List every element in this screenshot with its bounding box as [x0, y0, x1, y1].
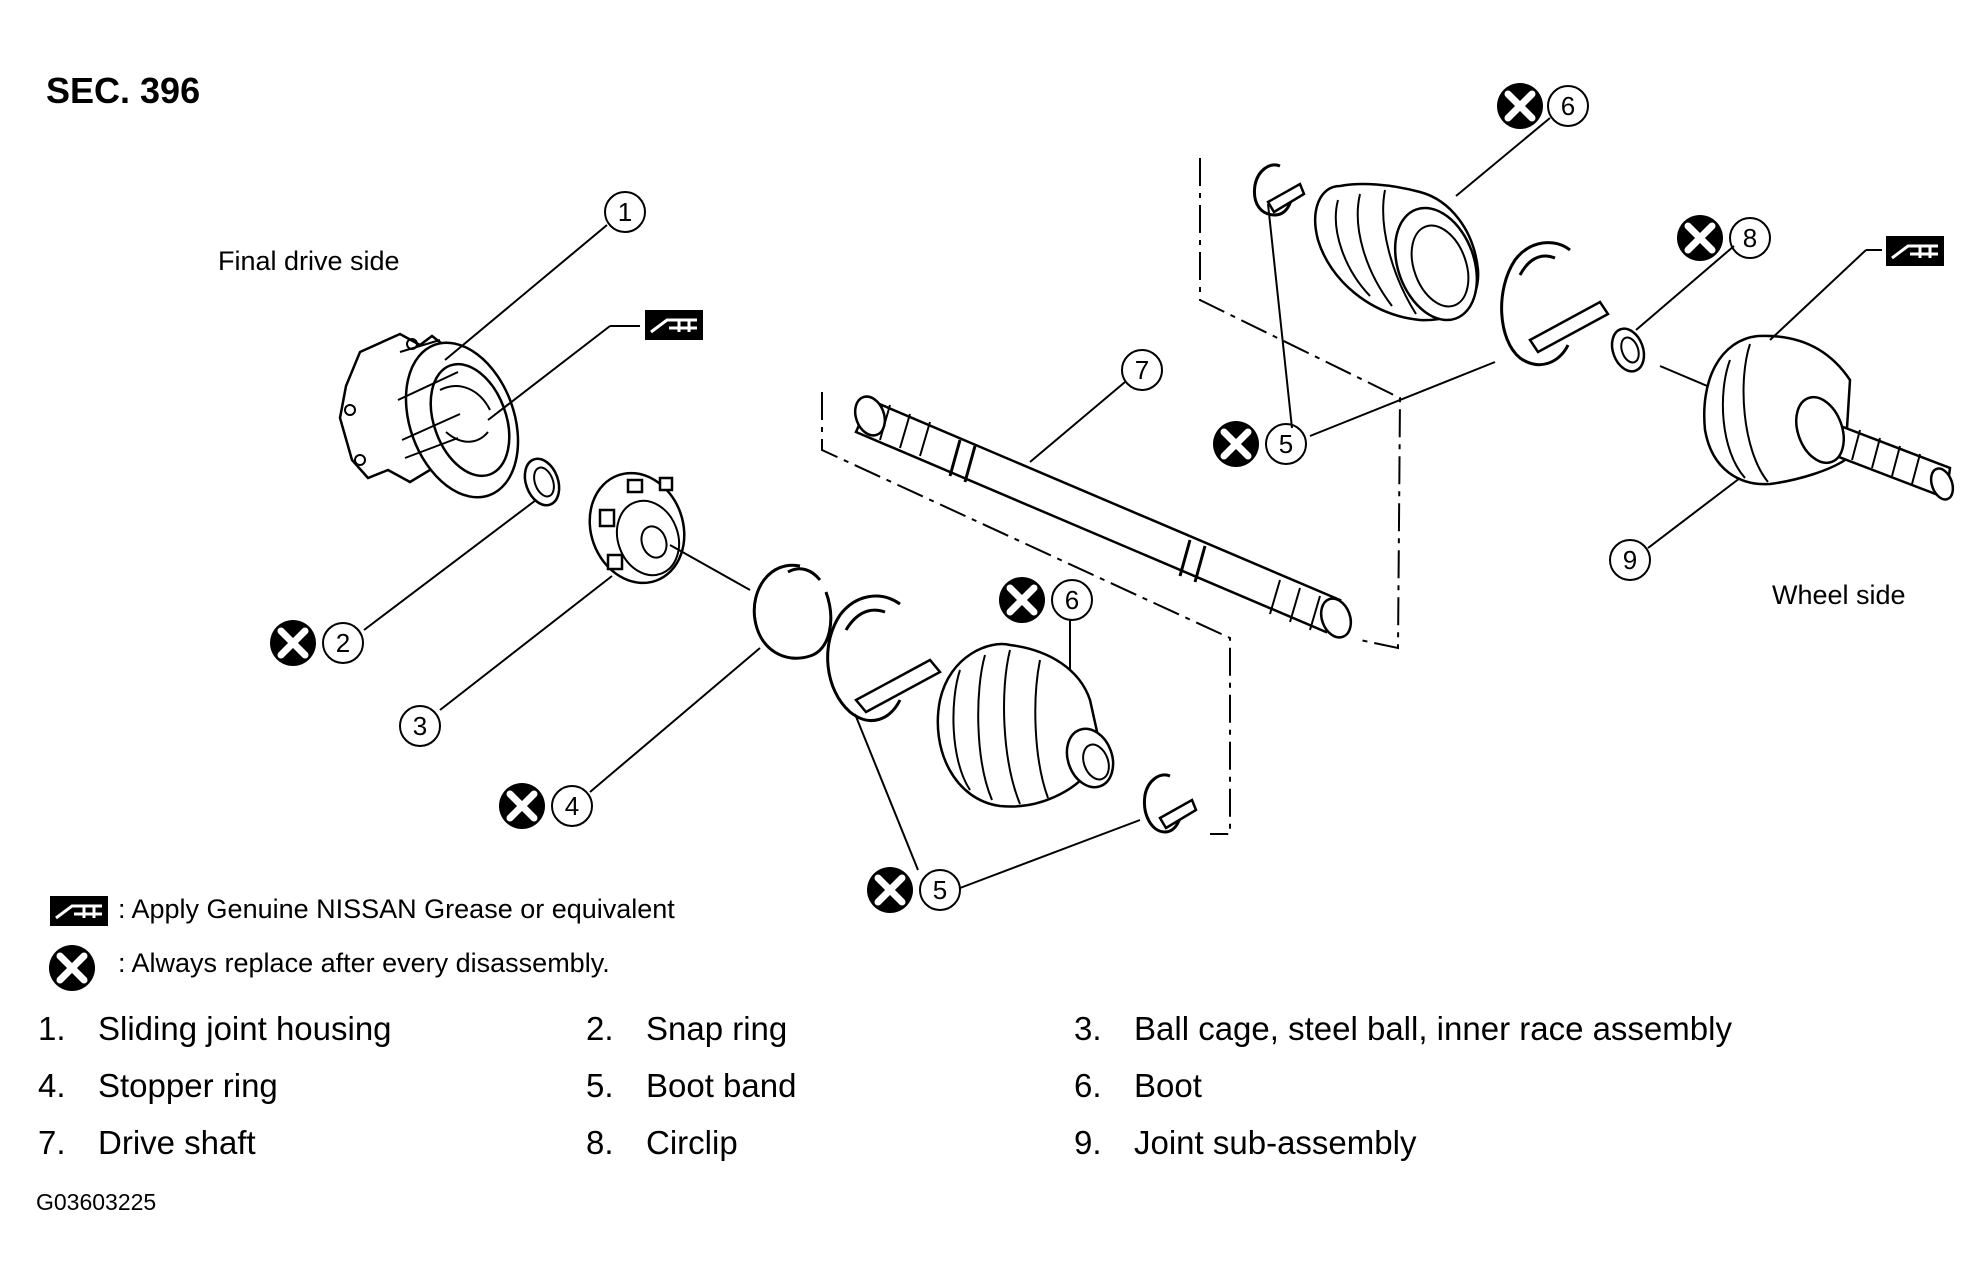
- boot-inner: [936, 642, 1115, 808]
- part-name-8: Circlip: [646, 1124, 738, 1161]
- grease-gun-icon-2: [1884, 234, 1946, 268]
- part-num-7: 7.: [38, 1124, 66, 1161]
- boot-band-inner-small: [1142, 773, 1198, 834]
- final-drive-side-label: Final drive side: [218, 246, 400, 276]
- section-title: SEC. 396: [46, 70, 200, 111]
- callout-5-upper: 5: [1279, 429, 1293, 459]
- legend-replace-text: : Always replace after every disassembly…: [118, 948, 610, 978]
- boot-band-outer-small: [1252, 163, 1306, 217]
- figure-code: G03603225: [36, 1189, 156, 1215]
- legend-grease-text: : Apply Genuine NISSAN Grease or equival…: [118, 894, 675, 924]
- part-name-9: Joint sub-assembly: [1134, 1124, 1417, 1161]
- part-num-2: 2.: [586, 1010, 614, 1047]
- replace-x-icon-6a: [999, 577, 1045, 623]
- part-name-4: Stopper ring: [98, 1067, 278, 1104]
- legend-grease-icon: [48, 894, 110, 928]
- callout-7: 7: [1135, 355, 1149, 385]
- part-num-1: 1.: [38, 1010, 66, 1047]
- circlip: [1610, 327, 1646, 373]
- callout-8: 8: [1743, 223, 1757, 253]
- replace-x-icon-5b: [1213, 421, 1259, 467]
- parts-list: 1. Sliding joint housing 2. Snap ring 3.…: [38, 1010, 1732, 1161]
- replace-x-icon-5a: [867, 867, 913, 913]
- part-num-6: 6.: [1074, 1067, 1102, 1104]
- joint-sub-assembly: [1703, 334, 1955, 501]
- sliding-joint-housing: [338, 332, 520, 499]
- boot-band-inner-large: [826, 594, 942, 722]
- callout-4: 4: [565, 791, 579, 821]
- snap-ring: [523, 457, 561, 507]
- part-num-3: 3.: [1074, 1010, 1102, 1047]
- part-name-2: Snap ring: [646, 1010, 787, 1047]
- callout-1: 1: [618, 197, 632, 227]
- part-num-5: 5.: [586, 1067, 614, 1104]
- callout-5-lower: 5: [933, 875, 947, 905]
- part-num-9: 9.: [1074, 1124, 1102, 1161]
- ball-cage-assembly: [588, 471, 686, 585]
- stopper-ring: [752, 563, 833, 660]
- part-num-8: 8.: [586, 1124, 614, 1161]
- grease-gun-icon: [643, 308, 705, 342]
- part-num-4: 4.: [38, 1067, 66, 1104]
- part-name-6: Boot: [1134, 1067, 1202, 1104]
- replace-x-icon: [270, 620, 316, 666]
- boot-band-outer-large: [1500, 241, 1610, 367]
- boot-outer: [1313, 182, 1480, 322]
- replace-x-icon-6b: [1497, 83, 1543, 129]
- part-name-3: Ball cage, steel ball, inner race assemb…: [1134, 1010, 1732, 1047]
- wheel-side-label: Wheel side: [1772, 580, 1906, 610]
- part-name-1: Sliding joint housing: [98, 1010, 392, 1047]
- replace-x-icon-8: [1677, 215, 1723, 261]
- drive-shaft: [853, 395, 1353, 639]
- replace-x-icon-4: [499, 783, 545, 829]
- part-name-7: Drive shaft: [98, 1124, 256, 1161]
- callout-9: 9: [1623, 545, 1637, 575]
- legend-replace-icon: [49, 945, 95, 991]
- callout-6-outer: 6: [1561, 91, 1575, 121]
- callout-3: 3: [413, 711, 427, 741]
- callout-6-inner: 6: [1065, 585, 1079, 615]
- callout-2: 2: [336, 628, 350, 658]
- part-name-5: Boot band: [646, 1067, 796, 1104]
